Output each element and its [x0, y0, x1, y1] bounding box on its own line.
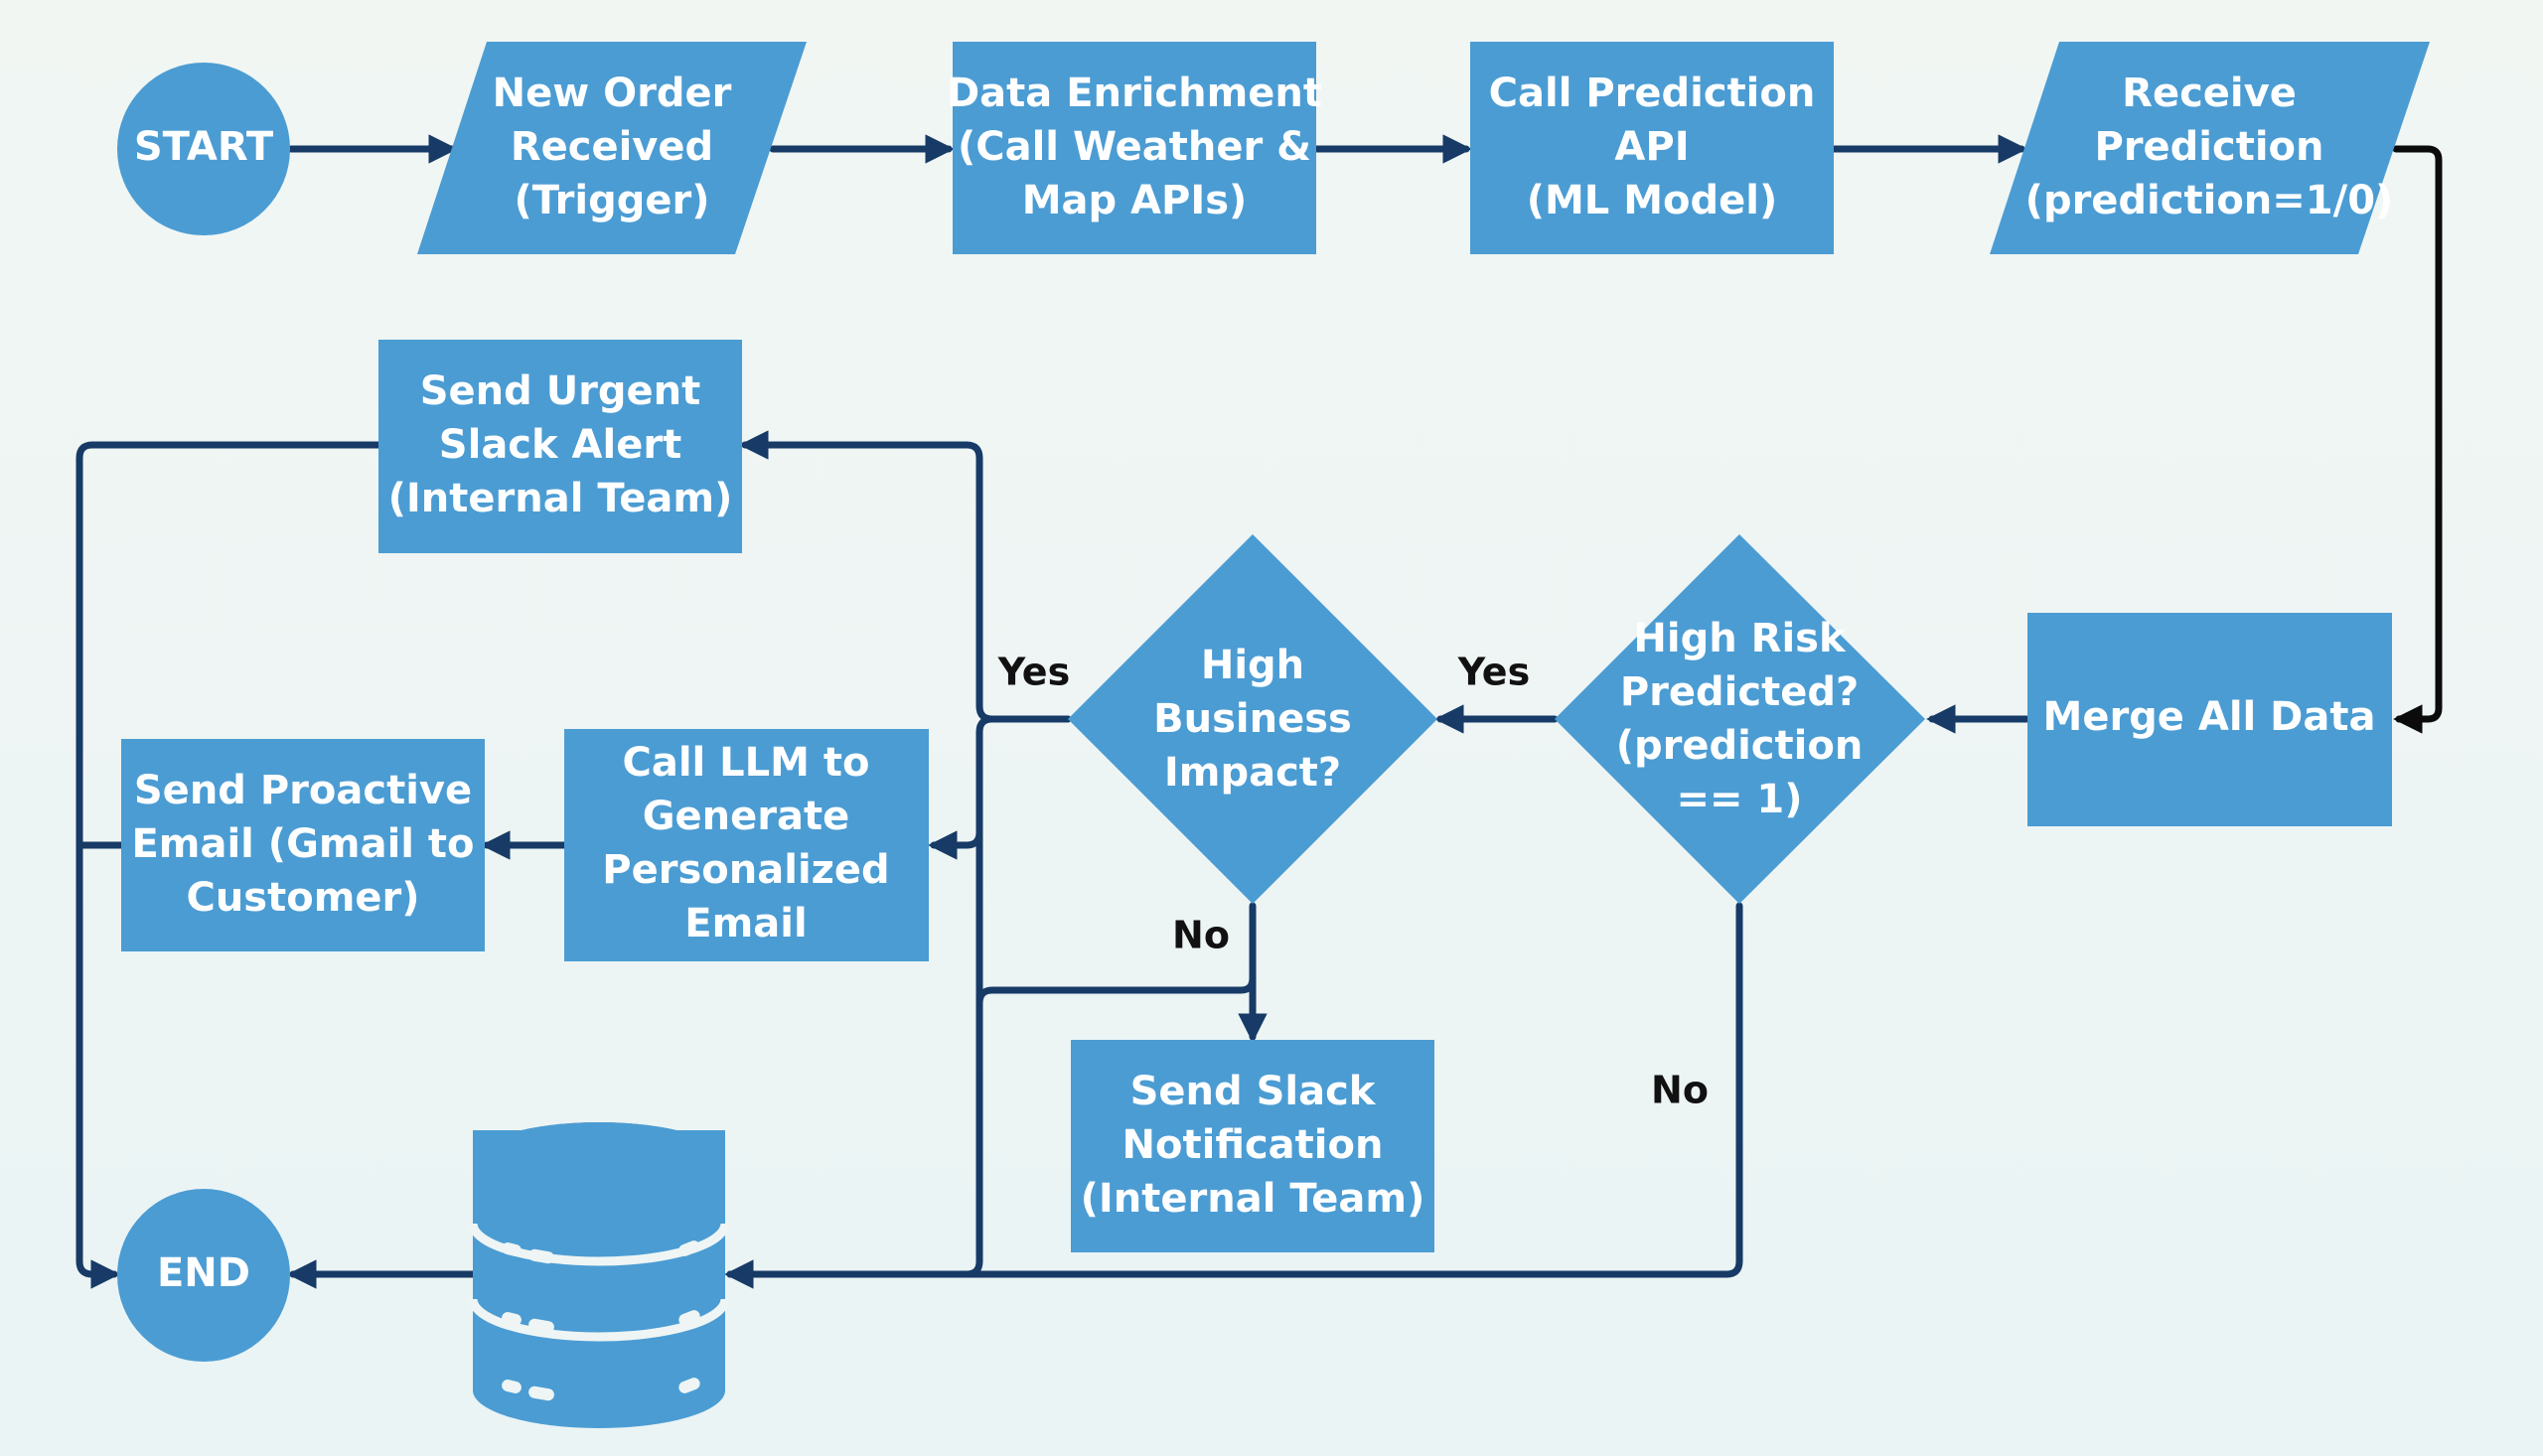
- label-line: Call LLM to: [622, 740, 869, 786]
- label-line: High: [1201, 643, 1304, 688]
- end-node-label: END: [157, 1250, 250, 1296]
- label-line: Data Enrichment: [947, 71, 1322, 116]
- label-line: Received: [511, 124, 713, 170]
- label-line: (Internal Team): [388, 476, 733, 521]
- data-enrichment-node: Data Enrichment (Call Weather & Map APIs): [947, 42, 1322, 254]
- edge-to-end-left: [75, 441, 382, 1289]
- risk-no-label: No: [1651, 1069, 1709, 1112]
- label-line: Personalized: [602, 847, 889, 893]
- start-node: START: [117, 63, 290, 235]
- label-line: Generate: [643, 794, 850, 839]
- start-node-label: START: [134, 124, 274, 170]
- label-line: Send Proactive: [134, 768, 472, 813]
- merge-data-node-label: Merge All Data: [2043, 694, 2376, 740]
- connectors: [75, 134, 2443, 1289]
- edge-impact-yes-to-llm: [928, 728, 983, 860]
- risk-yes-label: Yes: [1457, 651, 1530, 694]
- label-line: Notification: [1122, 1122, 1384, 1168]
- label-line: Receive: [2122, 71, 2297, 116]
- label-line: New Order: [493, 71, 732, 116]
- edge-risk-no-to-database: [724, 902, 1743, 1289]
- label-line: API: [1614, 124, 1689, 170]
- database-icon: [468, 1122, 730, 1428]
- impact-no-label: No: [1172, 914, 1230, 957]
- label-line: Impact?: [1164, 750, 1341, 796]
- label-line: Send Slack: [1130, 1069, 1377, 1114]
- edge-no-branch-join: [975, 974, 1257, 1007]
- data-enrichment-node-label: Data Enrichment (Call Weather & Map APIs): [947, 71, 1322, 223]
- label-line: Prediction: [2094, 124, 2323, 170]
- label-line: Call Prediction: [1489, 71, 1816, 116]
- label-line: Slack Alert: [439, 422, 681, 468]
- label-line: Email (Gmail to: [131, 821, 474, 867]
- label-line: (Trigger): [514, 178, 709, 223]
- label-line: Business: [1153, 696, 1352, 742]
- label-line: Merge All Data: [2043, 694, 2376, 740]
- label-line: Map APIs): [1022, 178, 1248, 223]
- label-line: (Call Weather &: [958, 124, 1311, 170]
- label-line: Send Urgent: [420, 368, 701, 414]
- label-line: (ML Model): [1527, 178, 1778, 223]
- label-line: Email: [684, 901, 807, 946]
- edge-impact-yes-to-urgent: [739, 430, 1072, 723]
- label-line: High Risk: [1633, 616, 1847, 661]
- impact-yes-label: Yes: [997, 651, 1070, 694]
- merge-data-node: Merge All Data: [2027, 613, 2392, 826]
- label-line: Predicted?: [1620, 669, 1859, 715]
- label-line: START: [134, 124, 274, 170]
- label-line: Customer): [186, 875, 419, 921]
- label-line: (prediction=1/0): [2025, 178, 2394, 223]
- label-line: == 1): [1676, 777, 1802, 822]
- edge-receive-to-merge: [2392, 145, 2443, 734]
- label-line: END: [157, 1250, 250, 1296]
- end-node: END: [117, 1189, 290, 1362]
- label-line: (Internal Team): [1081, 1176, 1425, 1222]
- label-line: (prediction: [1616, 723, 1864, 769]
